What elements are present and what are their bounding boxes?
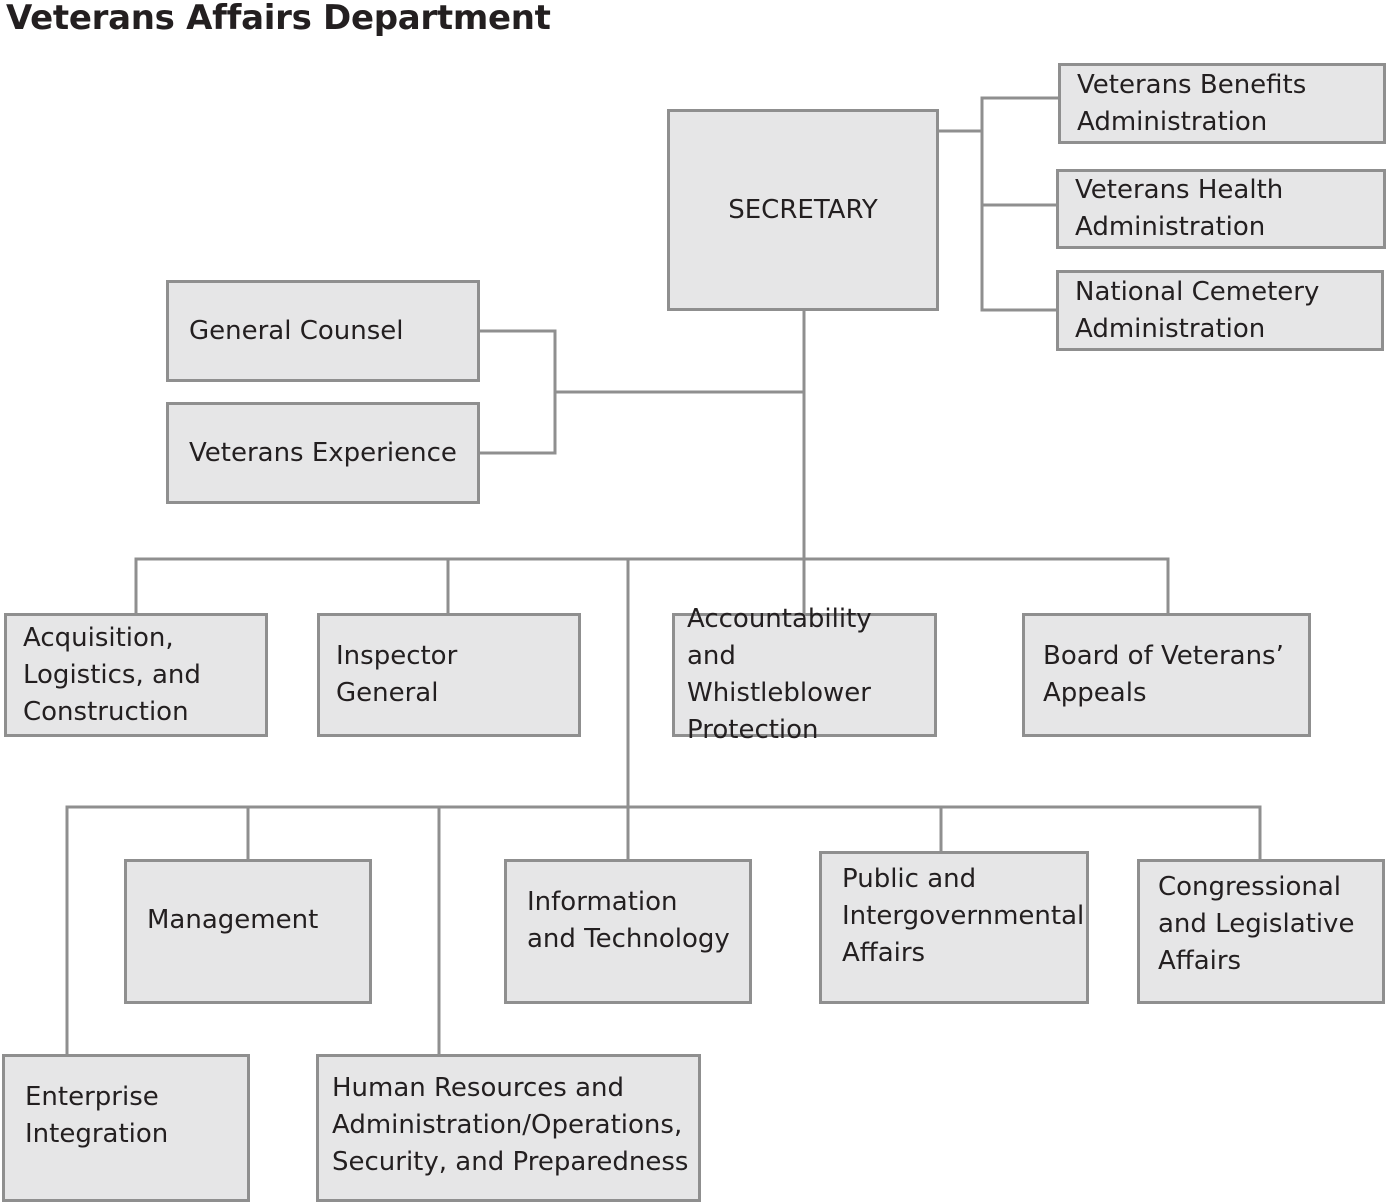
box-accountability-whistleblower-protection: Accountability and Whistleblower Protect… — [672, 604, 937, 745]
box-acquisition-logistics-construction: Acquisition, Logistics, and Construction — [4, 613, 268, 737]
box-human-resources-administration-operations: Human Resources and Administration/Opera… — [316, 1054, 701, 1202]
box-enterprise-integration: Enterprise Integration — [2, 1054, 250, 1202]
page-title: Veterans Affairs Department — [6, 0, 551, 38]
box-inspector-general: Inspector General — [317, 613, 581, 737]
box-national-cemetery-administration: National Cemetery Administration — [1056, 270, 1384, 351]
box-management: Management — [124, 859, 372, 1004]
box-secretary: SECRETARY — [667, 109, 939, 311]
box-board-of-veterans-appeals: Board of Veterans’ Appeals — [1022, 613, 1311, 737]
box-veterans-benefits-administration: Veterans Benefits Administration — [1058, 63, 1386, 144]
box-information-and-technology: Information and Technology — [504, 859, 752, 1004]
box-veterans-health-administration: Veterans Health Administration — [1056, 169, 1386, 249]
box-general-counsel: General Counsel — [166, 280, 480, 382]
box-congressional-legislative-affairs: Congressional and Legislative Affairs — [1137, 859, 1385, 1004]
box-veterans-experience: Veterans Experience — [166, 402, 480, 504]
box-public-intergovernmental-affairs: Public and Intergovernmental Affairs — [819, 851, 1089, 1004]
